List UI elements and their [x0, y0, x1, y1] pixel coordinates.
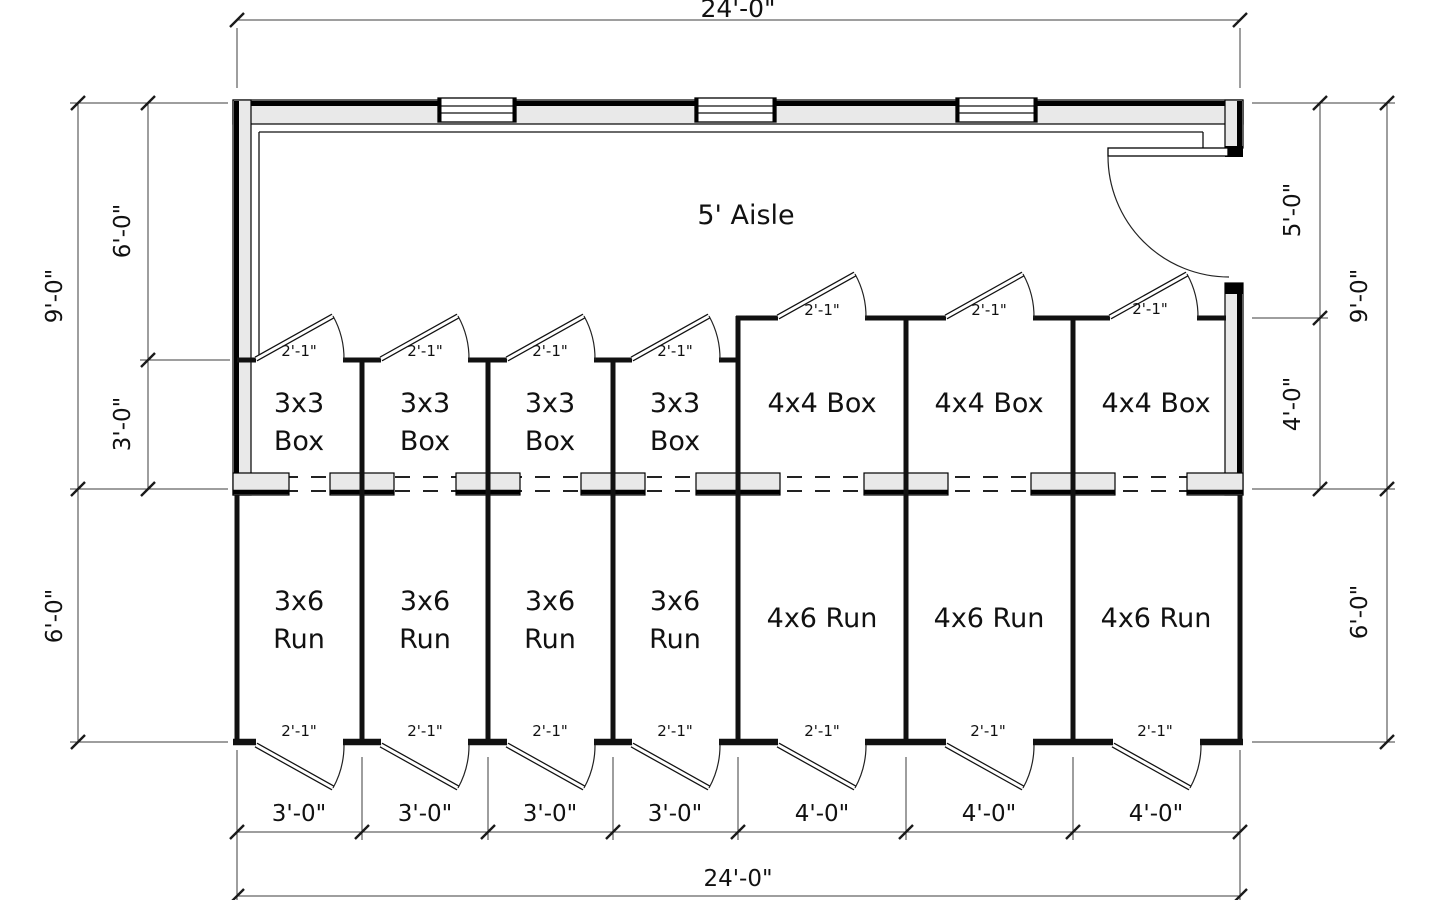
box-door-width-label: 2'-1" — [281, 342, 317, 360]
right-outer-bottom-dimension: 6'-0" — [1347, 585, 1373, 639]
box-door-width-label: 2'-1" — [657, 342, 693, 360]
box-door-width-label: 2'-1" — [1132, 300, 1168, 318]
right-inner-bottom-dimension: 4'-0" — [1280, 377, 1306, 431]
stall-label-4x6-run-2: 4x6 Run — [934, 603, 1045, 634]
stall-label-4x4-box-1: 4x4 Box — [767, 388, 876, 419]
stall-label-3x3-box-3: Box — [525, 426, 575, 457]
box-door-width-label: 2'-1" — [532, 342, 568, 360]
bottom-segment-dimension-4: 3'-0" — [648, 801, 702, 827]
left-dimensions: 9'-0" 6'-0" 6'-0" 3'-0" — [42, 95, 230, 750]
run-door-width-label: 2'-1" — [1137, 722, 1173, 740]
left-outer-top-dimension: 9'-0" — [42, 269, 68, 323]
bottom-segment-dimension-3: 3'-0" — [523, 801, 577, 827]
box-door-1 — [254, 313, 345, 362]
run-door-width-label: 2'-1" — [281, 722, 317, 740]
window-3 — [955, 97, 1038, 123]
top-width-dimension: 24'-0" — [700, 0, 775, 23]
run-door-width-label: 2'-1" — [970, 722, 1006, 740]
run-door-width-label: 2'-1" — [407, 722, 443, 740]
box-door-width-label: 2'-1" — [407, 342, 443, 360]
bottom-dimensions: 3'-0" 3'-0" 3'-0" 3'-0" 4'-0" 4'-0" 4'-0… — [229, 750, 1248, 900]
aisle-label: 5' Aisle — [697, 200, 794, 231]
entry-door-jamb-top — [1225, 146, 1243, 157]
entry-door-swing-arc — [1107, 155, 1230, 278]
box-door-3 — [505, 313, 596, 362]
right-outer-top-dimension: 9'-0" — [1347, 269, 1373, 323]
bottom-segment-dimension-5: 4'-0" — [795, 801, 849, 827]
box-door-4 — [630, 313, 721, 362]
stall-label-3x6-run-4: Run — [649, 624, 701, 655]
windows — [437, 97, 1038, 123]
bottom-segment-dimension-6: 4'-0" — [962, 801, 1016, 827]
bottom-total-dimension: 24'-0" — [703, 866, 772, 892]
box-stall-labels: 2'-1" 2'-1" 2'-1" 2'-1" 2'-1" 2'-1" 2'-1… — [274, 300, 1211, 457]
box-door-2 — [379, 313, 470, 362]
stall-label-4x4-box-2: 4x4 Box — [934, 388, 1043, 419]
box-door-6 — [944, 271, 1035, 320]
stall-label-3x3-box-1: 3x3 — [274, 388, 324, 419]
bottom-segment-dimension-7: 4'-0" — [1129, 801, 1183, 827]
bottom-segment-dimension-1: 3'-0" — [272, 801, 326, 827]
stall-label-3x6-run-4: 3x6 — [650, 586, 700, 617]
box-door-5 — [776, 271, 867, 320]
left-wall-corner-arm — [232, 472, 290, 496]
stall-label-3x3-box-3: 3x3 — [525, 388, 575, 419]
right-inner-top-dimension: 5'-0" — [1280, 183, 1306, 237]
left-inner-bottom-dimension: 3'-0" — [110, 397, 136, 451]
stall-label-4x4-box-3: 4x4 Box — [1101, 388, 1210, 419]
run-door-width-label: 2'-1" — [657, 722, 693, 740]
stall-label-3x6-run-3: 3x6 — [525, 586, 575, 617]
run-door-3 — [505, 742, 596, 791]
right-wall-corner-arm — [1186, 472, 1244, 496]
run-door-1 — [254, 742, 345, 791]
entry-door-jamb-bottom — [1225, 283, 1243, 294]
run-door-7 — [1111, 742, 1202, 791]
window-2 — [694, 97, 777, 123]
run-door-2 — [379, 742, 470, 791]
run-door-width-label: 2'-1" — [804, 722, 840, 740]
run-door-6 — [944, 742, 1035, 791]
right-dimensions: 5'-0" 4'-0" 9'-0" 6'-0" — [1252, 95, 1395, 750]
stall-label-3x3-box-2: 3x3 — [400, 388, 450, 419]
window-1 — [437, 97, 517, 123]
run-door-4 — [630, 742, 721, 791]
stall-label-4x6-run-1: 4x6 Run — [767, 603, 878, 634]
stall-label-3x6-run-2: 3x6 — [400, 586, 450, 617]
stall-label-3x3-box-4: Box — [650, 426, 700, 457]
box-door-width-label: 2'-1" — [804, 301, 840, 319]
entry-door — [1107, 147, 1230, 278]
stall-label-3x6-run-1: 3x6 — [274, 586, 324, 617]
run-door-width-label: 2'-1" — [532, 722, 568, 740]
stall-label-3x3-box-4: 3x3 — [650, 388, 700, 419]
left-inner-top-dimension: 6'-0" — [110, 204, 136, 258]
stall-label-3x6-run-1: Run — [273, 624, 325, 655]
stall-label-3x3-box-2: Box — [400, 426, 450, 457]
runs — [233, 495, 1243, 791]
stall-label-3x6-run-2: Run — [399, 624, 451, 655]
stall-label-4x6-run-3: 4x6 Run — [1101, 603, 1212, 634]
stall-label-3x3-box-1: Box — [274, 426, 324, 457]
box-door-7 — [1108, 271, 1199, 320]
top-dimension: 24'-0" — [229, 0, 1248, 88]
left-outer-bottom-dimension: 6'-0" — [42, 589, 68, 643]
bottom-segment-dimension-2: 3'-0" — [398, 801, 452, 827]
stall-label-3x6-run-3: Run — [524, 624, 576, 655]
run-door-5 — [776, 742, 867, 791]
run-labels: 3x6 Run 3x6 Run 3x6 Run 3x6 Run 4x6 Run … — [273, 586, 1211, 740]
box-stalls — [237, 271, 1226, 495]
box-door-width-label: 2'-1" — [971, 301, 1007, 319]
entry-door-leaf — [1107, 147, 1229, 157]
